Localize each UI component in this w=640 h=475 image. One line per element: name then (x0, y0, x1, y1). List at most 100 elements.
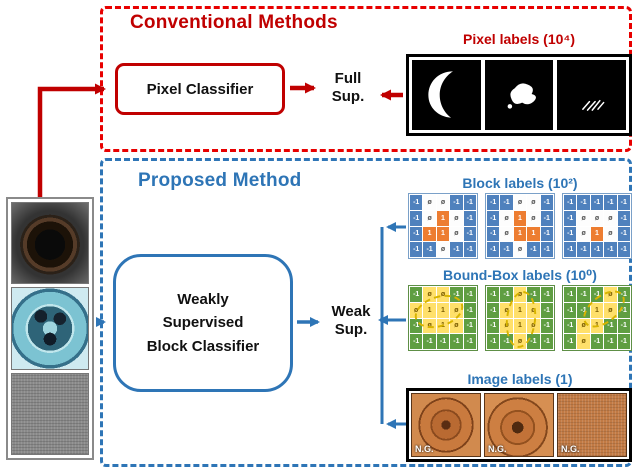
grid-cell: -1 (540, 195, 553, 210)
image-labels-title: Image labels (1) (467, 371, 573, 387)
grid-cell: ø (450, 318, 463, 334)
grid-cell: -1 (577, 302, 590, 318)
grid-cell: -1 (590, 195, 604, 210)
grid-cell: -1 (500, 287, 513, 302)
grid-cell: -1 (500, 195, 513, 210)
grid-cell: -1 (527, 242, 540, 257)
pixel-classifier-label: Pixel Classifier (146, 80, 254, 98)
grid-cell: -1 (423, 242, 436, 257)
image-labels-panel: N.G. N.G. N.G. (406, 388, 632, 462)
grid-cell: ø (577, 334, 590, 349)
crescent-defect-mask (412, 60, 481, 130)
weak-sup-line1: Weak (331, 303, 371, 320)
grid-cell: -1 (410, 287, 423, 302)
grid-cell: 1 (513, 302, 527, 318)
block-classifier-label-line1: Weakly (177, 291, 229, 309)
grid-cell: -1 (617, 226, 630, 242)
grid-cell: -1 (410, 226, 423, 242)
grid-cell: -1 (463, 195, 476, 210)
grid-cell: ø (513, 334, 527, 349)
grid-cell: ø (500, 318, 513, 334)
grid-cell: -1 (450, 334, 463, 349)
grid-cell: 1 (423, 302, 436, 318)
grid-cell: -1 (617, 302, 630, 318)
grid-cell: 1 (590, 318, 604, 334)
grid-cell: 1 (590, 302, 604, 318)
grid-cell: -1 (410, 195, 423, 210)
grid-cell: -1 (564, 210, 577, 226)
bound-box-labels-title: Bound-Box labels (10⁰) (443, 267, 597, 283)
scratch-defect-mask (557, 60, 627, 130)
grid-cell: ø (577, 210, 590, 226)
grid-cell: -1 (590, 334, 604, 349)
grid-cell: -1 (423, 334, 436, 349)
conventional-methods-title: Conventional Methods (130, 12, 338, 33)
grid-cell: ø (500, 210, 513, 226)
grid-cell: -1 (564, 242, 577, 257)
grid-cell: ø (436, 242, 450, 257)
crescent-shape (428, 71, 453, 118)
grid-cell: ø (436, 195, 450, 210)
grid-cell: ø (527, 210, 540, 226)
weak-sup-line2: Sup. (334, 321, 368, 338)
grid-cell: 1 (436, 318, 450, 334)
scratch-shape (582, 99, 605, 111)
pixel-labels-panel (406, 54, 632, 136)
grid-cell: 1 (436, 226, 450, 242)
grid-cell: -1 (463, 242, 476, 257)
grid-cell: 1 (590, 226, 604, 242)
grid-cell: -1 (487, 302, 500, 318)
grid-cell: -1 (604, 195, 617, 210)
grid-cell: ø (604, 210, 617, 226)
grid-cell: -1 (463, 302, 476, 318)
block-labels-title: Block labels (10²) (462, 175, 578, 191)
grid-cell: -1 (410, 242, 423, 257)
proposed-method-title: Proposed Method (138, 170, 302, 191)
grid-cell: ø (500, 226, 513, 242)
block-classifier-label-line2: Supervised (162, 314, 244, 332)
grid-cell: -1 (604, 242, 617, 257)
grid-cell: -1 (500, 334, 513, 349)
grid-cell: ø (604, 287, 617, 302)
grid-cell: -1 (487, 318, 500, 334)
grid-cell: -1 (564, 334, 577, 349)
grid-cell: ø (423, 318, 436, 334)
grid-cell: -1 (487, 287, 500, 302)
grid-cell: -1 (604, 334, 617, 349)
grid-cell: ø (590, 210, 604, 226)
ng-tag-2: N.G. (488, 444, 507, 454)
grid-cell: ø (423, 210, 436, 226)
grid-cell: -1 (617, 318, 630, 334)
grid-cell: -1 (450, 195, 463, 210)
grid-cell: ø (527, 195, 540, 210)
grid-cell: ø (410, 302, 423, 318)
block-classifier-box: Weakly Supervised Block Classifier (113, 254, 293, 392)
grid-cell: -1 (577, 195, 590, 210)
weak-supervision-label: Weak Sup. (327, 303, 375, 339)
sample-photo-dark-cap (11, 202, 89, 285)
grid-cell: -1 (410, 334, 423, 349)
grid-cell: -1 (463, 226, 476, 242)
grid-cell: -1 (487, 334, 500, 349)
grid-cell: ø (513, 242, 527, 257)
grid-cell: 1 (436, 210, 450, 226)
full-sup-line2: Sup. (331, 88, 365, 105)
grid-cell: ø (527, 302, 540, 318)
grid-cell: -1 (527, 287, 540, 302)
sample-photo-blue-cap (11, 287, 89, 370)
grid-cell: ø (527, 318, 540, 334)
grid-cell: -1 (463, 287, 476, 302)
grid-cell: -1 (564, 226, 577, 242)
grid-cell: -1 (540, 302, 553, 318)
grid-cell: 1 (513, 210, 527, 226)
grid-cell: -1 (487, 242, 500, 257)
pixel-classifier-box: Pixel Classifier (115, 63, 285, 115)
sample-photo-gray-fabric (11, 372, 89, 455)
grid-cell: -1 (590, 287, 604, 302)
